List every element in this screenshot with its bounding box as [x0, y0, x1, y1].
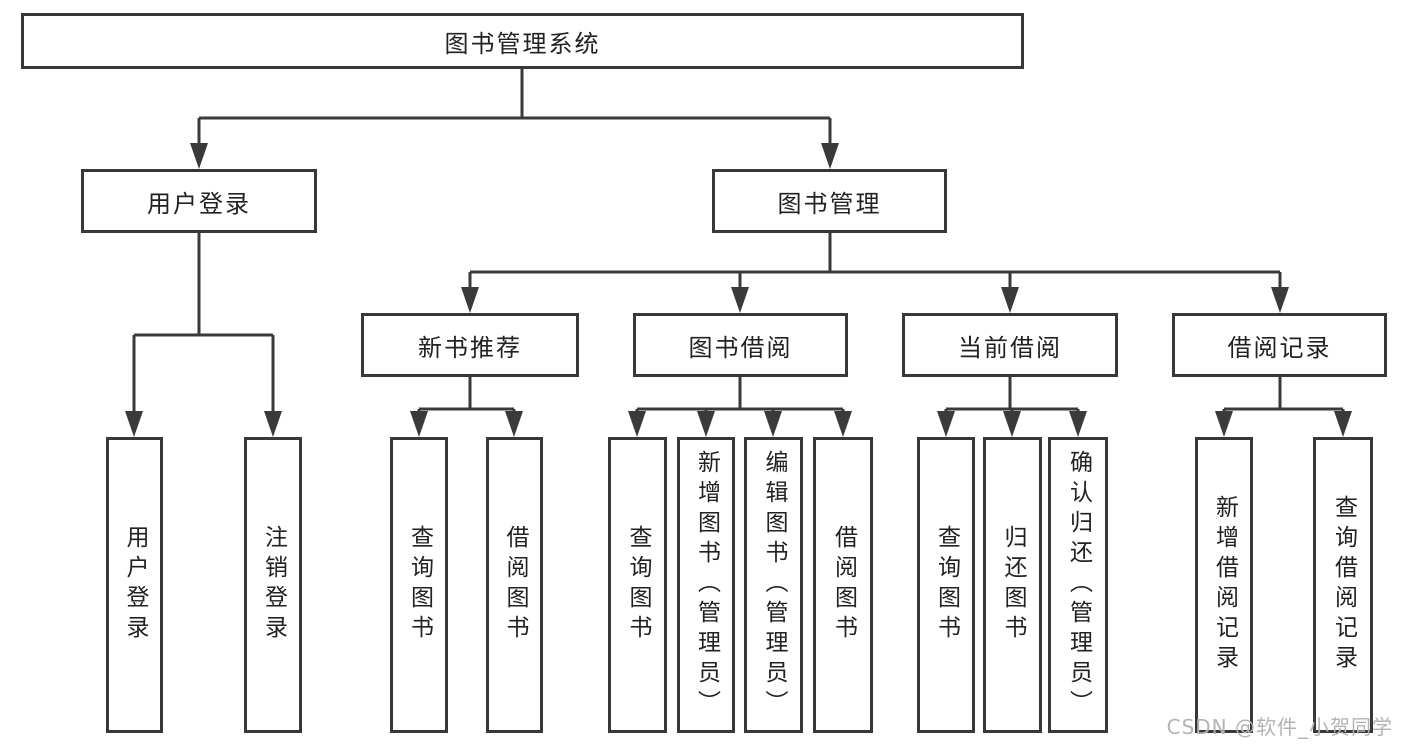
node-confirm-return-admin-label: 确认归还（管理员）: [1065, 450, 1092, 720]
node-current-borrow-label: 当前借阅: [958, 333, 1062, 362]
node-query-books-current-label: 查询图书: [933, 525, 960, 645]
node-borrow-book-leaf: 借阅图书: [813, 437, 873, 733]
node-query-books-borrow-label: 查询图书: [625, 525, 651, 645]
node-user-login: 用户登录: [81, 169, 317, 233]
node-add-borrow-record-label: 新增借阅记录: [1211, 495, 1238, 675]
node-user-login-leaf: 用户登录: [106, 437, 163, 733]
node-edit-book-admin: 编辑图书（管理员）: [744, 437, 803, 733]
node-query-books-recommend-label: 查询图书: [406, 525, 433, 645]
node-borrow-book-recommend-label: 借阅图书: [502, 525, 528, 645]
node-add-book-admin-label: 新增图书（管理员）: [693, 450, 720, 720]
node-new-book-recommend-label: 新书推荐: [418, 333, 522, 362]
node-borrow-book-leaf-label: 借阅图书: [830, 525, 857, 645]
node-logout-label: 注销登录: [260, 525, 287, 645]
node-book-management: 图书管理: [712, 169, 947, 233]
node-library-system-label: 图书管理系统: [444, 29, 601, 58]
node-return-book-label: 归还图书: [1000, 525, 1026, 645]
node-library-system: 图书管理系统: [21, 13, 1024, 69]
node-return-book: 归还图书: [983, 437, 1042, 733]
node-book-borrow-label: 图书借阅: [688, 333, 793, 362]
node-current-borrow: 当前借阅: [902, 313, 1118, 377]
csdn-watermark: CSDN @软件_小贺同学: [1166, 715, 1393, 739]
arrowheads: [125, 143, 1352, 437]
node-query-borrow-record: 查询借阅记录: [1313, 437, 1373, 733]
node-book-management-label: 图书管理: [777, 189, 882, 218]
node-borrow-records: 借阅记录: [1172, 313, 1387, 377]
node-query-books-recommend: 查询图书: [390, 437, 448, 733]
node-add-borrow-record: 新增借阅记录: [1195, 437, 1253, 733]
node-query-borrow-record-label: 查询借阅记录: [1330, 495, 1357, 675]
node-user-login-label: 用户登录: [147, 189, 251, 218]
node-query-books-borrow: 查询图书: [608, 437, 667, 733]
node-borrow-records-label: 借阅记录: [1227, 333, 1332, 362]
node-logout: 注销登录: [244, 437, 302, 733]
node-user-login-leaf-label: 用户登录: [122, 525, 148, 645]
node-add-book-admin: 新增图书（管理员）: [677, 437, 735, 733]
node-book-borrow: 图书借阅: [633, 313, 848, 377]
node-new-book-recommend: 新书推荐: [361, 313, 579, 377]
node-edit-book-admin-label: 编辑图书（管理员）: [761, 450, 787, 720]
node-borrow-book-recommend: 借阅图书: [486, 437, 543, 733]
node-confirm-return-admin: 确认归还（管理员）: [1048, 437, 1108, 733]
node-query-books-current: 查询图书: [917, 437, 975, 733]
